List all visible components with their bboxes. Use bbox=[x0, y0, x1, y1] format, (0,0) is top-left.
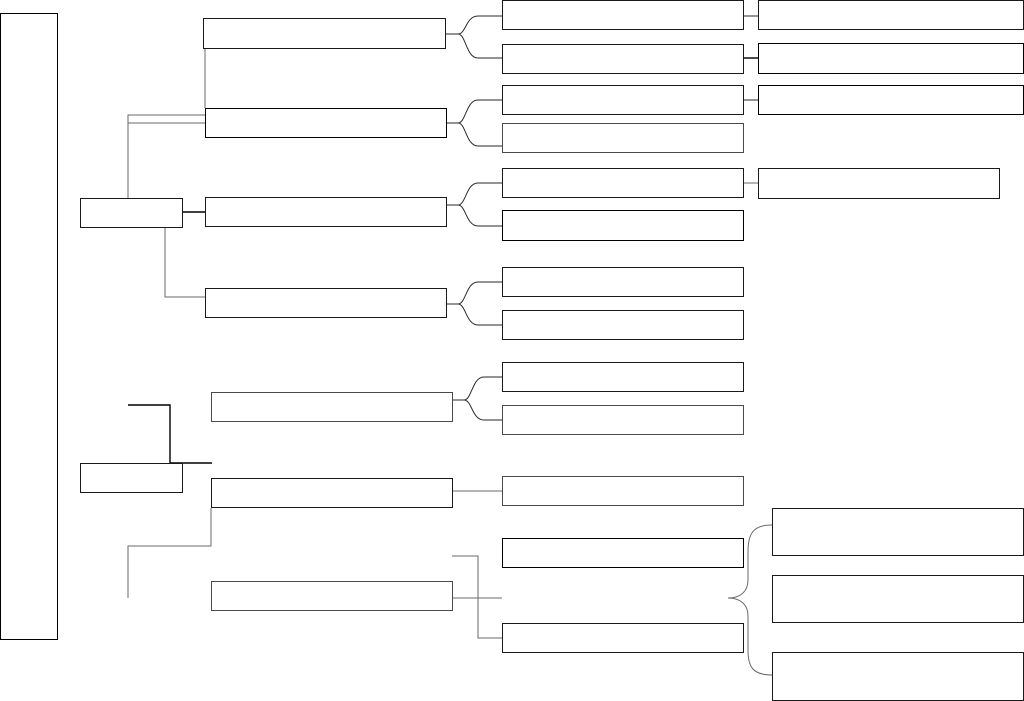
level4-box-3 bbox=[758, 85, 1024, 115]
brace-connector bbox=[457, 33, 502, 59]
level4-box-1 bbox=[758, 0, 1024, 30]
connector bbox=[127, 508, 212, 598]
level4-box-7 bbox=[772, 652, 1024, 701]
brace-connector bbox=[463, 399, 502, 421]
level3-box-7 bbox=[502, 267, 744, 297]
connector bbox=[452, 555, 502, 639]
level3-box-3 bbox=[502, 85, 744, 115]
brace-connector bbox=[446, 281, 502, 305]
brace-connector bbox=[446, 99, 502, 124]
level3-box-9 bbox=[502, 362, 744, 392]
brace-connector bbox=[457, 303, 502, 326]
level3-box-11 bbox=[502, 476, 744, 506]
level2-box-6 bbox=[211, 478, 453, 508]
connector bbox=[128, 404, 212, 464]
level3-box-10 bbox=[502, 405, 744, 435]
level3-box-2 bbox=[502, 44, 744, 74]
level3-box-4 bbox=[502, 123, 744, 153]
level3-box-12 bbox=[502, 538, 744, 568]
level2-box-2 bbox=[205, 108, 447, 138]
brace-connector bbox=[457, 122, 502, 147]
connector bbox=[127, 114, 205, 198]
brace-connector bbox=[452, 376, 502, 401]
level2-box-3 bbox=[205, 197, 447, 227]
level3-box-8 bbox=[502, 310, 744, 340]
level3-box-5 bbox=[502, 168, 744, 198]
brace-connector bbox=[446, 15, 502, 35]
level3-box-1 bbox=[502, 0, 744, 30]
brace-connector bbox=[446, 182, 502, 206]
level4-box-5 bbox=[772, 508, 1024, 556]
level2-box-1 bbox=[203, 18, 446, 49]
level2-box-5 bbox=[211, 392, 453, 422]
level2-box-7 bbox=[211, 581, 453, 611]
level2-box-4 bbox=[205, 288, 447, 318]
level3-box-6 bbox=[502, 210, 744, 241]
level4-box-6 bbox=[772, 575, 1024, 623]
brace-connector bbox=[457, 204, 502, 227]
branch-lower-box bbox=[80, 463, 183, 493]
connector bbox=[164, 228, 205, 298]
branch-upper-box bbox=[80, 198, 183, 228]
level4-box-2 bbox=[758, 43, 1024, 74]
level3-box-13 bbox=[502, 623, 744, 653]
root-box bbox=[0, 13, 58, 640]
level4-box-4 bbox=[758, 168, 1000, 199]
